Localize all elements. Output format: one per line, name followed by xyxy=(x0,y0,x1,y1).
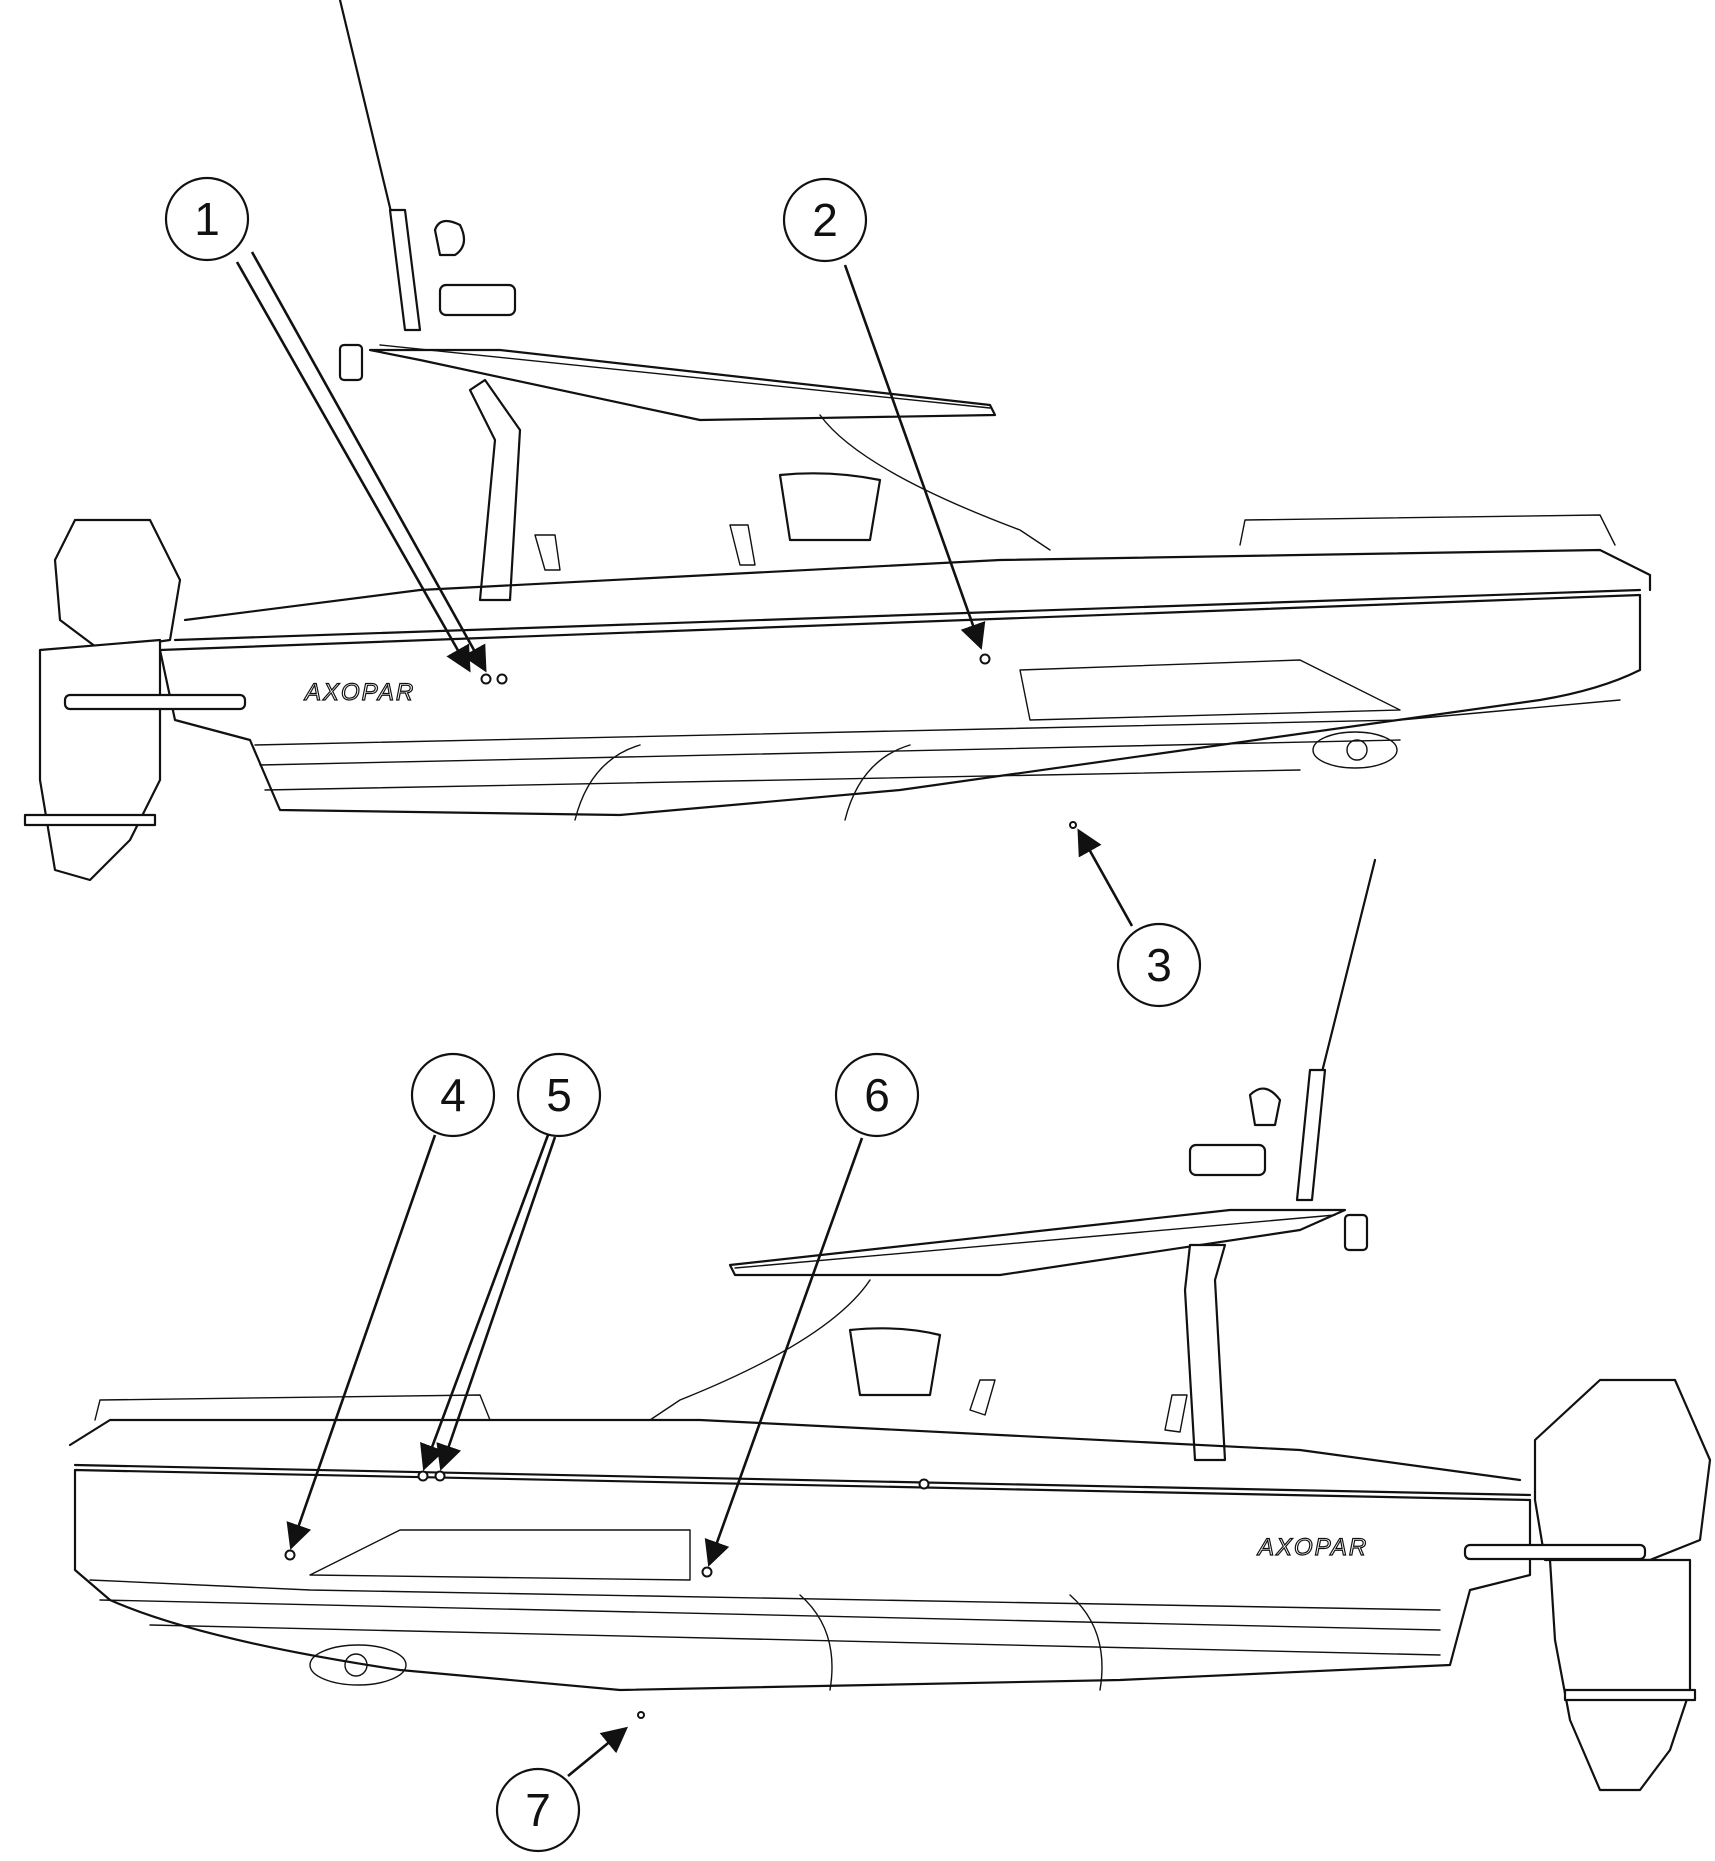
callout-label-7: 7 xyxy=(525,1784,551,1836)
callout-5: 5 xyxy=(420,1052,602,1471)
callout-7: 7 xyxy=(495,1726,629,1853)
callout-2: 2 xyxy=(782,177,986,650)
callout-4: 4 xyxy=(286,1052,496,1550)
brand-lettering-bottom: AXOPAR xyxy=(1256,1534,1368,1561)
callout-3: 3 xyxy=(1077,828,1202,1008)
callout-label-1: 1 xyxy=(194,193,220,245)
boat-port-side-view: AXOPAR xyxy=(23,0,1652,882)
callout-label-6: 6 xyxy=(864,1069,890,1121)
callout-label-4: 4 xyxy=(440,1069,466,1121)
callout-label-5: 5 xyxy=(546,1069,572,1121)
boat-starboard-side-view: AXOPAR xyxy=(68,858,1712,1792)
callout-6: 6 xyxy=(704,1052,920,1567)
callout-label-2: 2 xyxy=(812,194,838,246)
callout-label-3: 3 xyxy=(1146,939,1172,991)
callout-1: 1 xyxy=(164,176,487,673)
brand-lettering-top: AXOPAR xyxy=(303,679,415,706)
